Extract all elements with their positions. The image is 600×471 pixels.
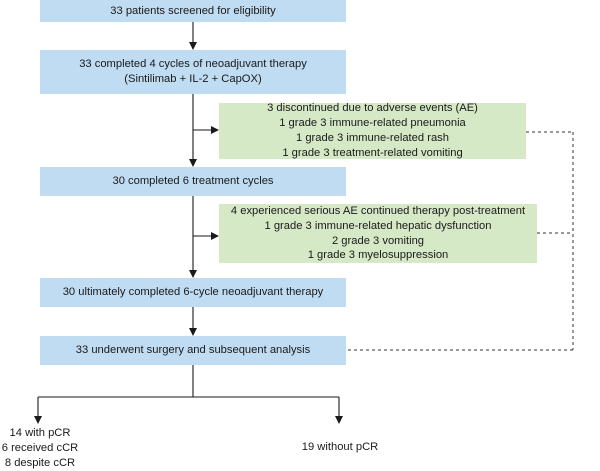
discontinued-line-2: 1 grade 3 immune-related pneumonia — [279, 117, 466, 130]
serious-ae-box: 4 experienced serious AE continued thera… — [219, 204, 537, 263]
serious-ae-line-3: 2 grade 3 vomiting — [331, 234, 425, 247]
serious-ae-line-1: 4 experienced serious AE continued thera… — [230, 204, 526, 217]
ultimately-line-1: 30 ultimately completed 6-cycle neoadjuv… — [62, 286, 324, 299]
pcr-box: 14 with pCR 6 received cCR 8 despite cCR — [0, 426, 80, 471]
ultimately-completed-box: 30 ultimately completed 6-cycle neoadjuv… — [40, 278, 346, 307]
discontinued-line-3: 1 grade 3 immune-related rash — [296, 132, 449, 144]
six-cycles-line-1: 30 completed 6 treatment cycles — [112, 175, 274, 188]
surgery-line-1: 33 underwent surgery and subsequent anal… — [75, 344, 311, 357]
serious-ae-line-4: 1 grade 3 myelosuppression — [307, 249, 449, 262]
serious-ae-line-2: 1 grade 3 immune-related hepatic dysfunc… — [264, 219, 492, 232]
pcr-line-2: 6 received cCR — [1, 442, 79, 455]
neoadjuvant-4-line-2: (Sintilimab + IL-2 + CapOX) — [124, 73, 262, 85]
no-pcr-line-1: 19 without pCR — [301, 440, 379, 453]
neoadjuvant-4-line-1: 33 completed 4 cycles of neoadjuvant the… — [79, 58, 307, 71]
six-cycles-box: 30 completed 6 treatment cycles — [40, 167, 346, 196]
pcr-line-3: 8 despite cCR — [4, 456, 76, 469]
no-pcr-box: 19 without pCR — [260, 428, 420, 466]
discontinued-ae-box: 3 discontinued due to adverse events (AE… — [219, 102, 526, 159]
screened-box: 33 patients screened for eligibility — [40, 0, 346, 22]
neoadjuvant-4-cycles-box: 33 completed 4 cycles of neoadjuvant the… — [40, 50, 346, 94]
surgery-box: 33 underwent surgery and subsequent anal… — [40, 336, 346, 365]
discontinued-line-1: 3 discontinued due to adverse events (AE… — [267, 102, 478, 115]
pcr-line-1: 14 with pCR — [9, 427, 71, 440]
screened-line-1: 33 patients screened for eligibility — [110, 4, 276, 17]
discontinued-line-4: 1 grade 3 treatment-related vomiting — [282, 146, 463, 159]
